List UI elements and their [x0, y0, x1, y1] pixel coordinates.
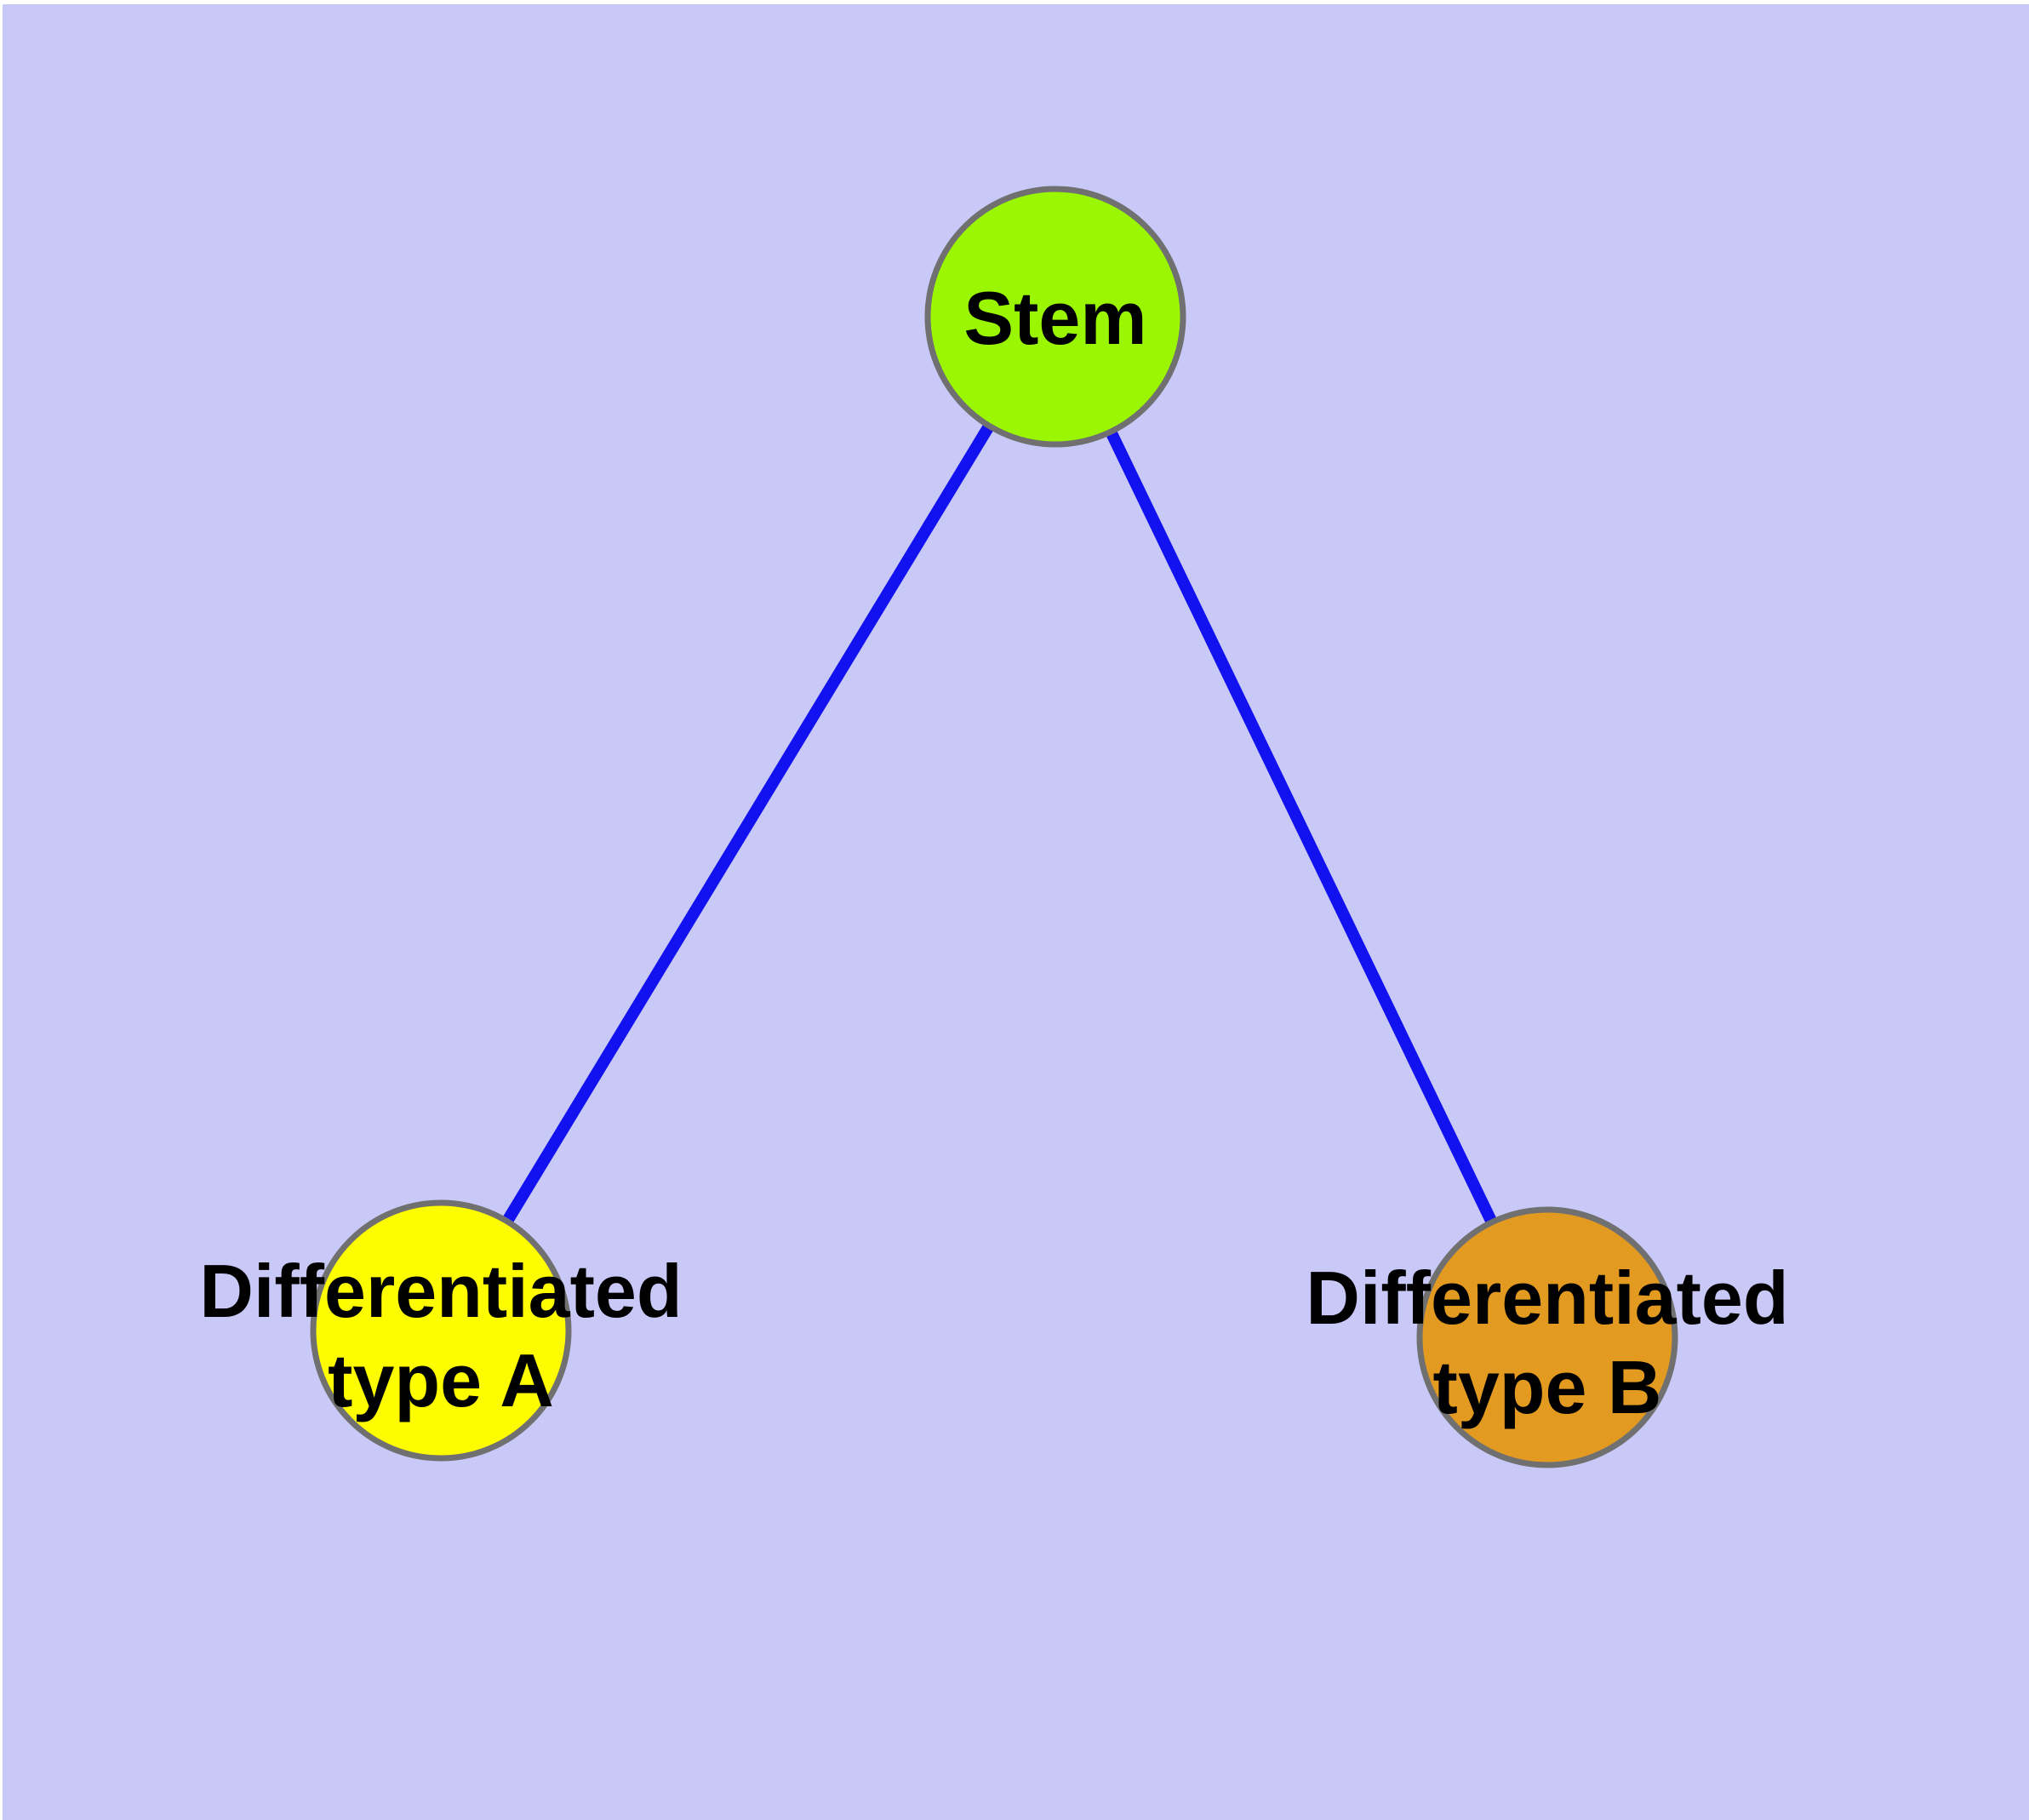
- node-differentiated-type-a: [310, 1199, 572, 1462]
- node-typeA-label-line2: type A: [328, 1338, 554, 1422]
- edge-stem-to-typeA: [436, 313, 1060, 1334]
- node-typeB-label-line1: Differentiated: [1306, 1256, 1788, 1340]
- node-stem-label: Stem: [963, 276, 1146, 360]
- node-typeA-label-line1: Differentiated: [199, 1249, 682, 1333]
- node-differentiated-type-b: [1416, 1206, 1678, 1468]
- node-stem: [924, 186, 1186, 448]
- edge-stem-to-typeB: [1049, 313, 1553, 1341]
- node-typeB-label-line2: type B: [1433, 1345, 1662, 1429]
